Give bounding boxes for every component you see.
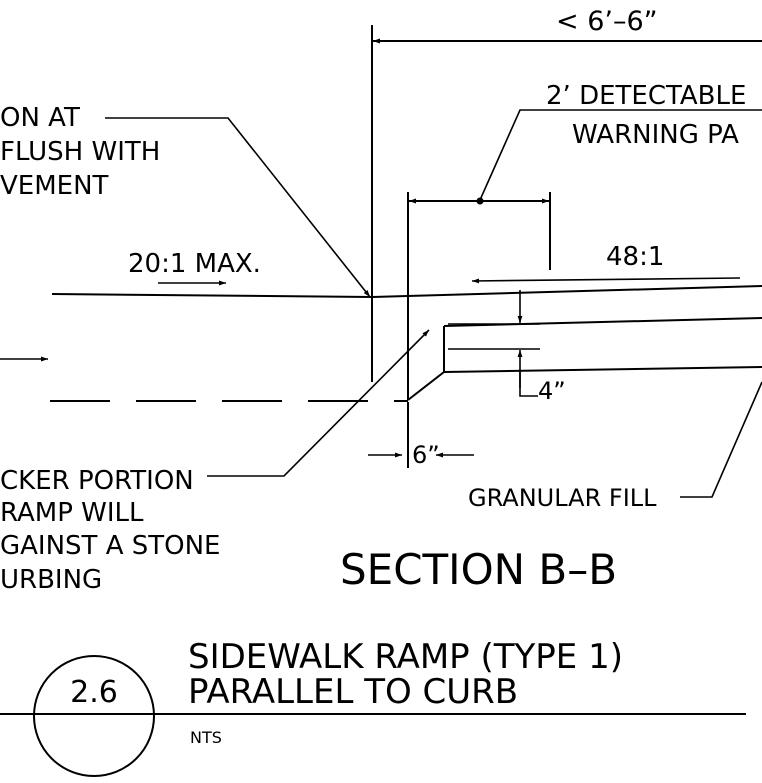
thicker-note-line-2: RAMP WILL [0,498,144,528]
subbase-slope-edge [407,371,445,401]
flush-note-line-1: ON AT [0,103,80,133]
flush-note-leader [105,117,371,298]
detectable-warning-label-1: 2’ DETECTABLE [546,81,746,111]
title-line-2: PARALLEL TO CURB [188,672,518,712]
flush-note-line-2: FLUSH WITH [0,137,160,167]
detectable-warning-label-2: WARNING PA [572,120,739,150]
overall-dimension-label: < 6’–6” [556,6,658,37]
granular-fill-leader [680,381,762,498]
walk-surface-line [371,285,762,298]
thicker-note-line-1: CKER PORTION [0,466,194,496]
thicker-note-line-3: GAINST A STONE [0,531,220,561]
thickness-label: 4” [538,377,566,405]
section-label: SECTION B–B [340,545,617,594]
thicker-note-line-4: URBING [0,565,102,595]
detectable-warning-leader [479,109,762,201]
ramp-slope-label: 20:1 MAX. [128,249,261,279]
thicker-note-leader [207,329,430,477]
scale-note: NTS [190,728,222,747]
subbase-bottom-line [443,366,762,373]
detail-bubble [33,655,155,777]
flush-note-line-3: VEMENT [0,171,109,201]
cross-slope-label: 48:1 [606,242,664,272]
cross-slope-arrow [471,277,741,284]
thickness-leader [519,372,538,397]
ramp-surface-line [51,293,373,298]
curb-offset-label: 6” [412,441,440,469]
detail-number: 2.6 [70,675,118,710]
granular-fill-label: GRANULAR FILL [468,484,657,512]
title-line-1: SIDEWALK RAMP (TYPE 1) [188,637,623,677]
